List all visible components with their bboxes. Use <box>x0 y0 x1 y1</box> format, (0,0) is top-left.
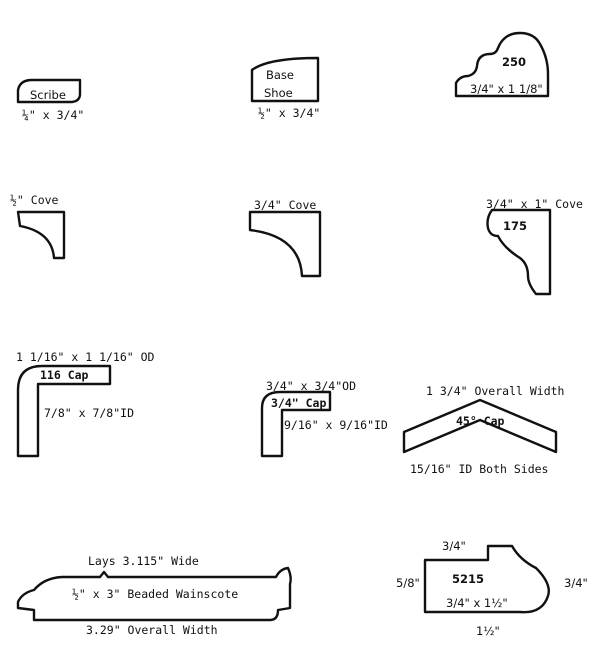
cap-116-od: 1 1/16" x 1 1/16" OD <box>16 350 155 364</box>
cap-116-profile-outline <box>16 364 112 458</box>
cap-34-profile-outline <box>260 390 332 458</box>
cap-45-name: 45° Cap <box>456 414 505 428</box>
scribe-name: Scribe <box>30 88 66 102</box>
base-shoe-profile-outline <box>250 56 320 103</box>
profile-175-label: 3/4" x 1" Cove <box>486 197 583 211</box>
base-shoe-name-line2: Shoe <box>264 86 293 100</box>
profile-5215-size: 3/4" x 1½" <box>446 596 508 610</box>
profile-5215-right: 3/4" <box>564 576 588 590</box>
profile-5215-outline <box>423 544 550 614</box>
wainscote-profile-outline <box>16 566 292 622</box>
profile-175-number: 175 <box>503 219 528 233</box>
wainscote-name: ½" x 3" Beaded Wainscote <box>72 587 239 601</box>
cap-116-name: 116 Cap <box>40 368 89 382</box>
profile-250-size: 3/4" x 1 1/8" <box>470 82 543 96</box>
cap-116-id: 7/8" x 7/8"ID <box>44 406 135 420</box>
cap-34-name: 3/4" Cap <box>271 396 327 410</box>
cap-34-od: 3/4" x 3/4"OD <box>266 379 357 393</box>
cap-45-profile-outline <box>402 398 558 454</box>
base-shoe-name-line1: Base <box>266 68 295 82</box>
profile-175-outline <box>486 208 552 296</box>
scribe-profile-outline <box>16 78 82 104</box>
cap-45-overall: 1 3/4" Overall Width <box>426 384 565 398</box>
profile-5215-number: 5215 <box>452 572 485 586</box>
profile-250-outline <box>454 31 550 98</box>
cap-34-id: 9/16" x 9/16"ID <box>284 418 388 432</box>
profile-5215-top: 3/4" <box>442 539 466 553</box>
wainscote-overall: 3.29" Overall Width <box>86 623 218 637</box>
cap-45-id: 15/16" ID Both Sides <box>410 462 549 476</box>
scribe-size: ¼" x 3/4" <box>22 108 85 122</box>
profile-5215-bottom: 1½" <box>476 624 500 638</box>
base-shoe-size: ½" x 3/4" <box>258 106 321 120</box>
profile-5215-left: 5/8" <box>396 576 420 590</box>
half-cove-label: ½" Cove <box>10 193 59 207</box>
three-quarter-cove-label: 3/4" Cove <box>254 198 317 212</box>
three-quarter-cove-profile-outline <box>248 210 322 278</box>
half-cove-profile-outline <box>16 210 66 260</box>
profile-250-number: 250 <box>502 55 527 69</box>
wainscote-lays: Lays 3.115" Wide <box>88 554 199 568</box>
